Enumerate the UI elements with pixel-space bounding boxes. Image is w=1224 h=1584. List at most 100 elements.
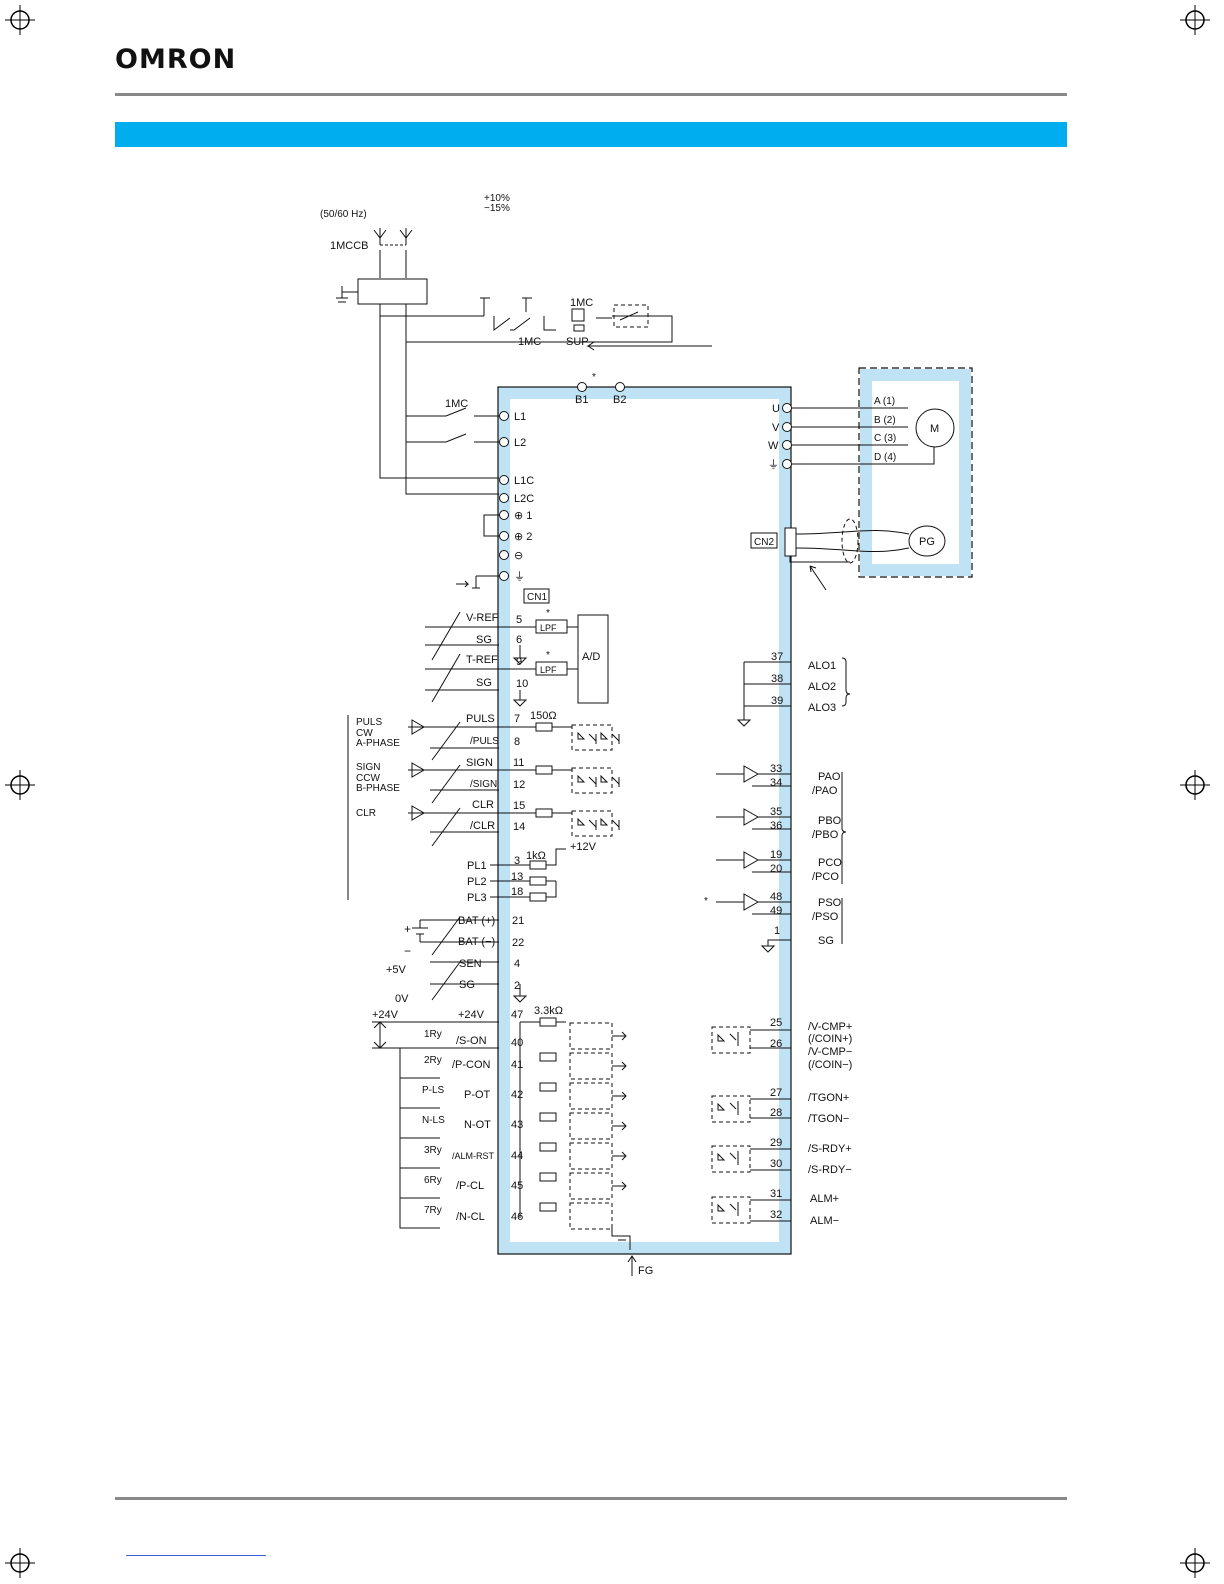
label-alm-plus: ALM+ bbox=[810, 1193, 839, 1205]
resistor-3k3: 3.3kΩ bbox=[534, 1005, 563, 1017]
battery-plus: + bbox=[404, 922, 411, 936]
encoder-label: PG bbox=[919, 536, 935, 548]
footer-link-underline bbox=[126, 1555, 266, 1556]
label-alm-minus: ALM− bbox=[810, 1215, 839, 1227]
label-v-cmp-plus: /V-CMP+ bbox=[808, 1021, 852, 1033]
lpf-1: LPF bbox=[540, 623, 557, 633]
pin-25: 25 bbox=[770, 1017, 782, 1029]
phase-b: B (2) bbox=[874, 415, 896, 426]
terminal-minus: ⊖ bbox=[514, 550, 523, 562]
pin-42: 42 bbox=[511, 1089, 523, 1101]
pin-33: 33 bbox=[770, 763, 782, 775]
signal-s-on: /S-ON bbox=[456, 1035, 487, 1047]
label-v-cmp-minus: /V-CMP− bbox=[808, 1046, 852, 1058]
terminal-l2c: L2C bbox=[514, 493, 534, 505]
pin-4: 4 bbox=[514, 958, 520, 970]
motor-icon bbox=[915, 408, 955, 448]
label-pso-n: /PSO bbox=[812, 911, 839, 923]
signal-sg-1: SG bbox=[476, 634, 492, 646]
terminal-u: U bbox=[772, 403, 780, 415]
pin-40: 40 bbox=[511, 1037, 523, 1049]
surge-suppressor-label: SUP bbox=[566, 336, 589, 348]
pin-27: 27 bbox=[770, 1087, 782, 1099]
label-fg: FG bbox=[638, 1265, 653, 1277]
registration-mark-icon bbox=[5, 5, 35, 35]
signal-puls: PULS bbox=[466, 713, 495, 725]
relay-p-ls: P-LS bbox=[422, 1085, 445, 1096]
registration-mark-icon bbox=[5, 770, 35, 800]
pin-7: 7 bbox=[514, 713, 520, 725]
pin-36: 36 bbox=[770, 820, 782, 832]
supply-tolerance-plus: +10% bbox=[484, 193, 510, 204]
label-pbo: PBO bbox=[818, 815, 842, 827]
label-alo3: ALO3 bbox=[808, 702, 836, 714]
pin-49: 49 bbox=[770, 905, 782, 917]
label-coin-minus: (/COIN−) bbox=[808, 1059, 852, 1071]
pin-9: 9 bbox=[516, 656, 522, 668]
motor-terminals bbox=[782, 403, 792, 469]
motor-label: M bbox=[930, 423, 939, 435]
pin-28: 28 bbox=[770, 1107, 782, 1119]
pso-marker: * bbox=[704, 896, 708, 907]
lpf-marker-2: * bbox=[546, 650, 550, 661]
pin-46: 46 bbox=[511, 1211, 523, 1223]
regen-marker: * bbox=[592, 372, 596, 383]
pin-47: 47 bbox=[511, 1009, 523, 1021]
signal-sign: SIGN bbox=[466, 757, 493, 769]
group-puls: PULS bbox=[356, 717, 382, 728]
label-pco-n: /PCO bbox=[812, 871, 839, 883]
signal-t-ref: T-REF bbox=[466, 654, 498, 666]
pin-31: 31 bbox=[770, 1188, 782, 1200]
group-clr: CLR bbox=[356, 808, 376, 819]
signal-clr-n: /CLR bbox=[470, 820, 495, 832]
signal-n-cl: /N-CL bbox=[456, 1211, 485, 1223]
terminal-plus2: ⊕ 2 bbox=[514, 531, 532, 543]
phase-c: C (3) bbox=[874, 433, 896, 444]
signal-clr: CLR bbox=[472, 799, 494, 811]
registration-mark-icon bbox=[1180, 1548, 1210, 1578]
terminal-l2: L2 bbox=[514, 437, 526, 449]
label-bat-minus: BAT (−) bbox=[458, 936, 495, 948]
pin-12: 12 bbox=[513, 779, 525, 791]
pin-20: 20 bbox=[770, 863, 782, 875]
label-pbo-n: /PBO bbox=[812, 829, 839, 841]
pin-8: 8 bbox=[514, 736, 520, 748]
lpf-2: LPF bbox=[540, 665, 557, 675]
label-sg-sensor: SG bbox=[459, 979, 475, 991]
relay-n-ls: N-LS bbox=[422, 1115, 445, 1126]
pin-13: 13 bbox=[511, 871, 523, 883]
terminal-v: V bbox=[772, 422, 780, 434]
registration-mark-icon bbox=[1180, 5, 1210, 35]
label-pl2: PL2 bbox=[467, 876, 487, 888]
group-ccw: CCW bbox=[356, 773, 380, 784]
signal-sign-n: /SIGN bbox=[470, 779, 497, 790]
contact-1mc-lower: 1MC bbox=[518, 336, 541, 348]
resistor-150: 150Ω bbox=[530, 710, 557, 722]
pin-34: 34 bbox=[770, 777, 782, 789]
amplifier-border bbox=[497, 386, 792, 1255]
pin-44: 44 bbox=[511, 1150, 523, 1162]
label-sen: SEN bbox=[459, 958, 482, 970]
registration-mark-icon bbox=[1180, 770, 1210, 800]
terminal-b1: B1 bbox=[575, 394, 588, 406]
pin-10: 10 bbox=[516, 678, 528, 690]
relay-3ry: 3Ry bbox=[424, 1145, 442, 1156]
pin-15: 15 bbox=[513, 800, 525, 812]
omron-logo: OMRON bbox=[115, 44, 237, 75]
pin-48: 48 bbox=[770, 891, 782, 903]
terminal-w: W bbox=[768, 440, 779, 452]
terminal-motor-ground: ⏚ bbox=[768, 458, 779, 471]
signal-v-ref: V-REF bbox=[466, 612, 499, 624]
pin-41: 41 bbox=[511, 1059, 523, 1071]
label-coin-plus: (/COIN+) bbox=[808, 1033, 852, 1045]
relay-6ry: 6Ry bbox=[424, 1175, 442, 1186]
pin-43: 43 bbox=[511, 1119, 523, 1131]
contactor-coil-label: 1MC bbox=[570, 297, 593, 309]
label-tgon-plus: /TGON+ bbox=[808, 1092, 849, 1104]
pin-45: 45 bbox=[511, 1180, 523, 1192]
amplifier-outline bbox=[498, 387, 791, 1254]
signal-puls-n: /PULS bbox=[470, 736, 499, 747]
supply-frequency: (50/60 Hz) bbox=[320, 209, 367, 220]
header-divider bbox=[115, 93, 1067, 96]
